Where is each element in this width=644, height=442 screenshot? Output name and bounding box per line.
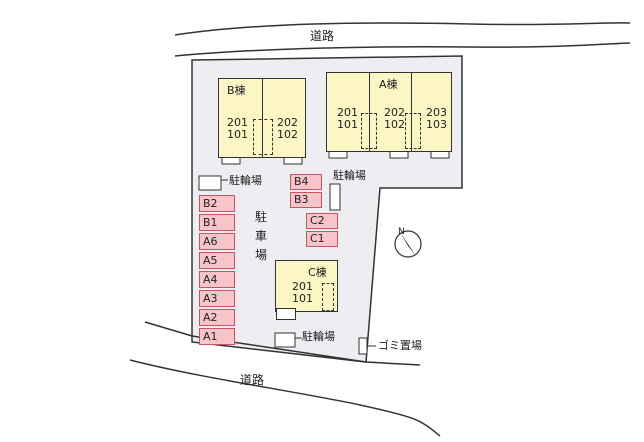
unit-label: 102 [277, 128, 298, 141]
unit-label: 102 [384, 118, 405, 131]
unit-label: 103 [426, 118, 447, 131]
parking-stall: A4 [199, 271, 235, 288]
parking-stall: A3 [199, 290, 235, 307]
bike-parking-label-top-left: 駐輪場 [229, 174, 262, 187]
building-c-name: C棟 [308, 266, 327, 279]
compass-north-label: N [398, 227, 405, 237]
building-b-units-right: 202 102 [277, 117, 298, 141]
bike-parking-box-bottom [274, 332, 296, 348]
unit-label: 203 [426, 106, 447, 119]
parking-stall: A1 [199, 328, 235, 345]
parking-stall: A5 [199, 252, 235, 269]
building-a-name: A棟 [379, 78, 398, 91]
building-a-divider-1 [369, 73, 370, 151]
parking-stall: A2 [199, 309, 235, 326]
top-road-edge-upper [174, 22, 631, 36]
parking-stall: B4 [290, 174, 322, 190]
building-a-stair-1 [361, 113, 377, 149]
bike-parking-box-top-left [198, 175, 222, 191]
top-road-label: 道路 [310, 29, 335, 43]
building-c-stair [322, 283, 334, 311]
parking-stall: A6 [199, 233, 235, 250]
bottom-road-edge-upper [144, 321, 421, 366]
unit-label: 202 [277, 116, 298, 129]
unit-label: 201 [337, 106, 358, 119]
building-b-name: B棟 [227, 84, 246, 97]
building-b-units-left: 201 101 [227, 117, 248, 141]
building-a-stair-2 [405, 113, 421, 149]
bike-parking-label-bottom: 駐輪場 [302, 330, 335, 343]
building-a-units-1: 201 101 [337, 107, 358, 131]
bottom-road-label: 道路 [240, 373, 265, 387]
parking-stall: B3 [290, 192, 322, 208]
parking-stall: B2 [199, 195, 235, 212]
unit-label: 202 [384, 106, 405, 119]
parking-label-char-3: 場 [255, 248, 268, 262]
building-a-units-3: 203 103 [426, 107, 447, 131]
building-c-balcony [276, 308, 296, 320]
parking-stall: C1 [306, 231, 338, 247]
unit-label: 101 [227, 128, 248, 141]
parking-label-char-1: 駐 [255, 210, 268, 224]
building-c-units: 201 101 [292, 281, 313, 305]
building-a-divider-2 [411, 73, 412, 151]
garbage-box [358, 337, 368, 355]
bike-parking-box-top-right [329, 183, 341, 211]
building-a-units-2: 202 102 [384, 107, 405, 131]
building-b-divider [262, 79, 263, 157]
garbage-area-label: ゴミ置場 [378, 339, 422, 352]
building-a: A棟 201 101 202 102 203 103 [326, 72, 452, 152]
building-b-stair [253, 119, 273, 155]
parking-stall: C2 [306, 213, 338, 229]
unit-label: 101 [337, 118, 358, 131]
unit-label: 201 [292, 280, 313, 293]
top-road-edge-lower [174, 42, 631, 57]
bike-parking-label-top-right: 駐輪場 [333, 169, 366, 182]
parking-stall: B1 [199, 214, 235, 231]
building-c: C棟 201 101 [275, 260, 338, 312]
bottom-road-edge-lower [129, 359, 441, 437]
unit-label: 201 [227, 116, 248, 129]
building-b: B棟 201 101 202 102 [218, 78, 306, 158]
compass-north-icon [394, 230, 422, 258]
unit-label: 101 [292, 292, 313, 305]
parking-label-char-2: 車 [255, 229, 268, 243]
